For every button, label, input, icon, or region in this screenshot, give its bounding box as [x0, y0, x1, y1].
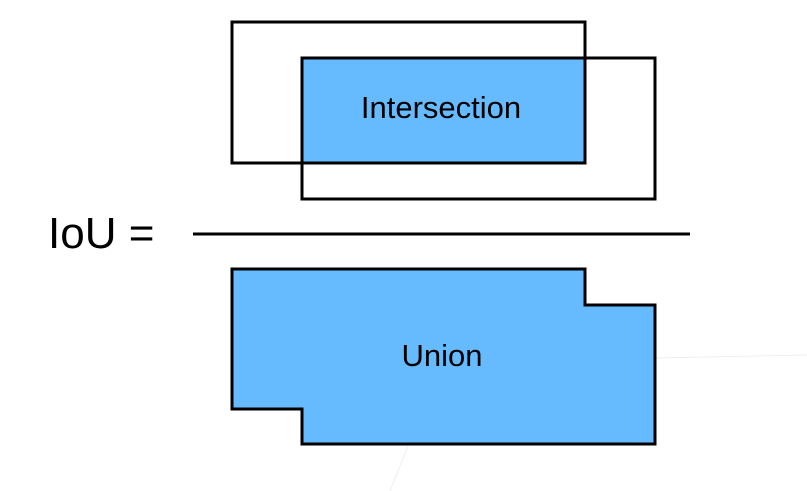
box-b [300, 56, 657, 201]
union-label: Union [402, 338, 483, 373]
iou-equals-label: IoU = [48, 209, 154, 258]
union-region [230, 267, 657, 446]
faint-line-diagonal [389, 445, 409, 491]
intersection-region [302, 58, 585, 163]
intersection-label: Intersection [361, 90, 521, 125]
box-a [230, 20, 587, 165]
union-figure: Union [230, 267, 657, 446]
faint-line-horizontal [654, 354, 807, 359]
background-artifacts [389, 354, 807, 491]
intersection-figure: Intersection [230, 20, 657, 201]
